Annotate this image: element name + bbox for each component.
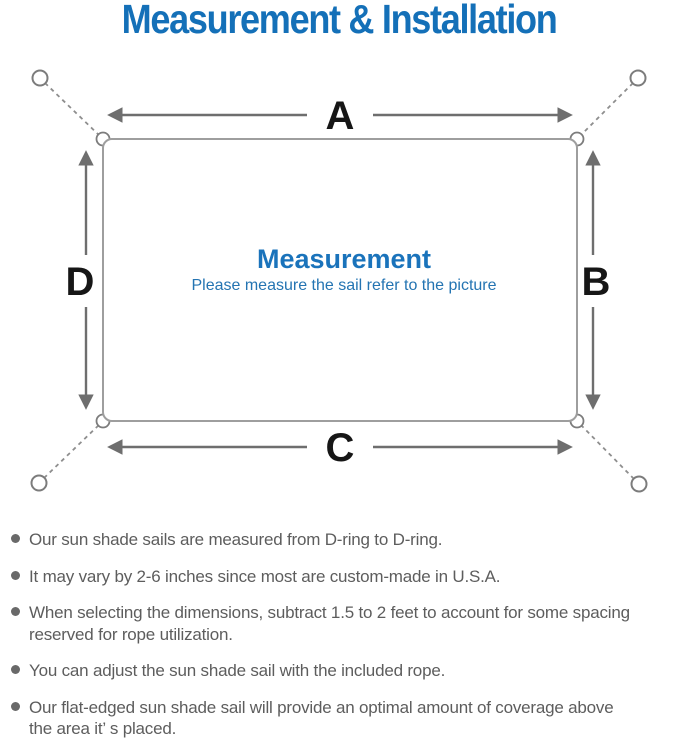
anchor-ring-icon <box>30 474 48 492</box>
dimension-arrows <box>78 107 601 455</box>
center-subtext: Please measure the sail refer to the pic… <box>191 277 496 294</box>
center-heading: Measurement <box>257 244 431 274</box>
corner-tether-lines <box>43 82 635 480</box>
note-item: Our sun shade sails are measured from D-… <box>11 529 674 551</box>
dimension-label-b: B <box>582 260 611 304</box>
anchor-ring-icon <box>630 475 648 493</box>
note-item: You can adjust the sun shade sail with t… <box>11 660 674 682</box>
tether-line-top-left <box>44 82 103 139</box>
bullet-icon <box>11 665 20 675</box>
bullet-icon <box>11 570 20 580</box>
anchor-ring-icon <box>31 69 49 87</box>
bullet-icon <box>11 701 20 711</box>
anchor-ring-icons <box>30 69 648 493</box>
note-text: Our sun shade sails are measured from D-… <box>29 530 443 549</box>
dimension-label-a: A <box>326 94 355 138</box>
tether-line-top-right <box>577 82 634 139</box>
note-text: It may vary by 2-6 inches since most are… <box>29 566 501 586</box>
note-item: Our flat-edged sun shade sail will provi… <box>11 697 674 739</box>
page-title-text: Measurement & Installation <box>122 0 558 42</box>
note-item: It may vary by 2-6 inches since most are… <box>11 566 674 588</box>
note-item: When selecting the dimensions, subtract … <box>11 602 674 645</box>
note-text: You can adjust the sun shade sail with t… <box>29 661 446 681</box>
bullet-icon <box>11 534 20 543</box>
note-text: Our flat-edged sun shade sail will provi… <box>29 697 614 739</box>
tether-line-bottom-left <box>43 421 103 479</box>
anchor-ring-icon <box>629 69 647 87</box>
notes-list: Our sun shade sails are measured from D-… <box>11 529 674 739</box>
tether-line-bottom-right <box>577 421 635 480</box>
bullet-icon <box>11 607 20 617</box>
note-text: When selecting the dimensions, subtract … <box>29 603 630 644</box>
measurement-diagram: A C D B Measurement Please measure the s… <box>30 69 648 493</box>
dimension-label-d: D <box>66 260 95 304</box>
sail-outline <box>102 138 578 422</box>
page-title: Measurement & Installation <box>0 0 679 43</box>
dimension-label-c: C <box>326 426 355 470</box>
